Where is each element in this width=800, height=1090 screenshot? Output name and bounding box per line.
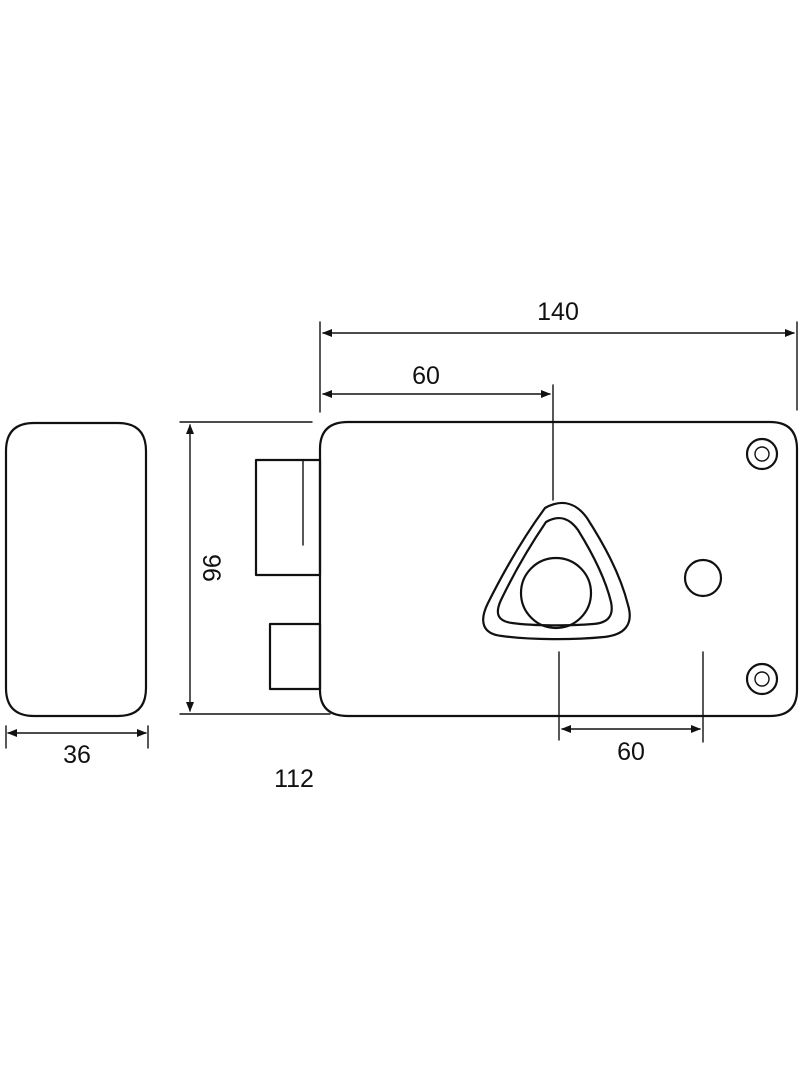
cylinder-offset-label: 60 — [412, 362, 440, 390]
keeper-width-dimension: 36 — [5, 725, 149, 769]
bottom-offset-dimension: 60 — [558, 651, 704, 766]
overall-length-label: 140 — [537, 298, 579, 326]
key-cylinder — [519, 556, 593, 630]
upper-bolt — [254, 458, 322, 577]
cylinder-escutcheon — [482, 501, 631, 641]
cylinder-offset-dimension: 60 — [322, 362, 554, 501]
keeper-width-label: 36 — [63, 741, 91, 769]
case-dimension-label: 112 — [274, 765, 314, 793]
lower-screw — [745, 662, 779, 696]
lower-bolt — [268, 622, 322, 691]
lock-case — [318, 420, 799, 718]
indicator-hole — [683, 558, 723, 598]
upper-screw — [745, 437, 779, 471]
keeper-body — [4, 421, 148, 718]
height-label: 96 — [197, 554, 225, 582]
bottom-offset-label: 60 — [617, 738, 645, 766]
height-dimension: 96 — [179, 421, 331, 715]
overall-length-dimension: 140 — [319, 298, 798, 413]
